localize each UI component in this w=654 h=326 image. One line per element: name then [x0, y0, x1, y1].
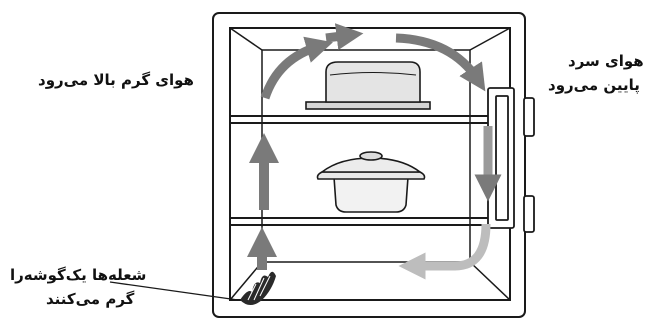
shelf-upper: [230, 115, 510, 124]
flame-label-line2: گرم می‌کنند: [46, 290, 135, 308]
airflow-arrows: [247, 23, 502, 280]
cold-air-arrow-bottom: [398, 223, 491, 280]
cold-air-label-line1: هوای سرد: [568, 52, 644, 70]
cold-air-label-line2: پایین می‌رود: [548, 76, 640, 94]
corner-edge-tr: [469, 27, 511, 51]
warm-air-label: هوای گرم بالا می‌رود: [38, 71, 194, 89]
flame-leader-line: [109, 281, 239, 301]
corner-edge-bl: [229, 261, 263, 301]
corner-edge-tl: [229, 27, 263, 51]
door-hinge: [487, 87, 535, 233]
covered-pot: [316, 151, 426, 213]
shelf-lower: [230, 217, 510, 226]
oven-outer-frame: [212, 12, 526, 318]
cold-air-arrow-curve-right: [395, 33, 486, 92]
flame-label-line1: شعله‌ها یک‌گوشه‌را: [10, 266, 147, 284]
corner-edge-br: [469, 261, 511, 301]
flames-icon: [240, 271, 276, 305]
warm-air-arrow-curve-left: [260, 36, 333, 100]
loaf-pan: [305, 61, 431, 110]
warm-air-arrow-top: [325, 23, 364, 51]
